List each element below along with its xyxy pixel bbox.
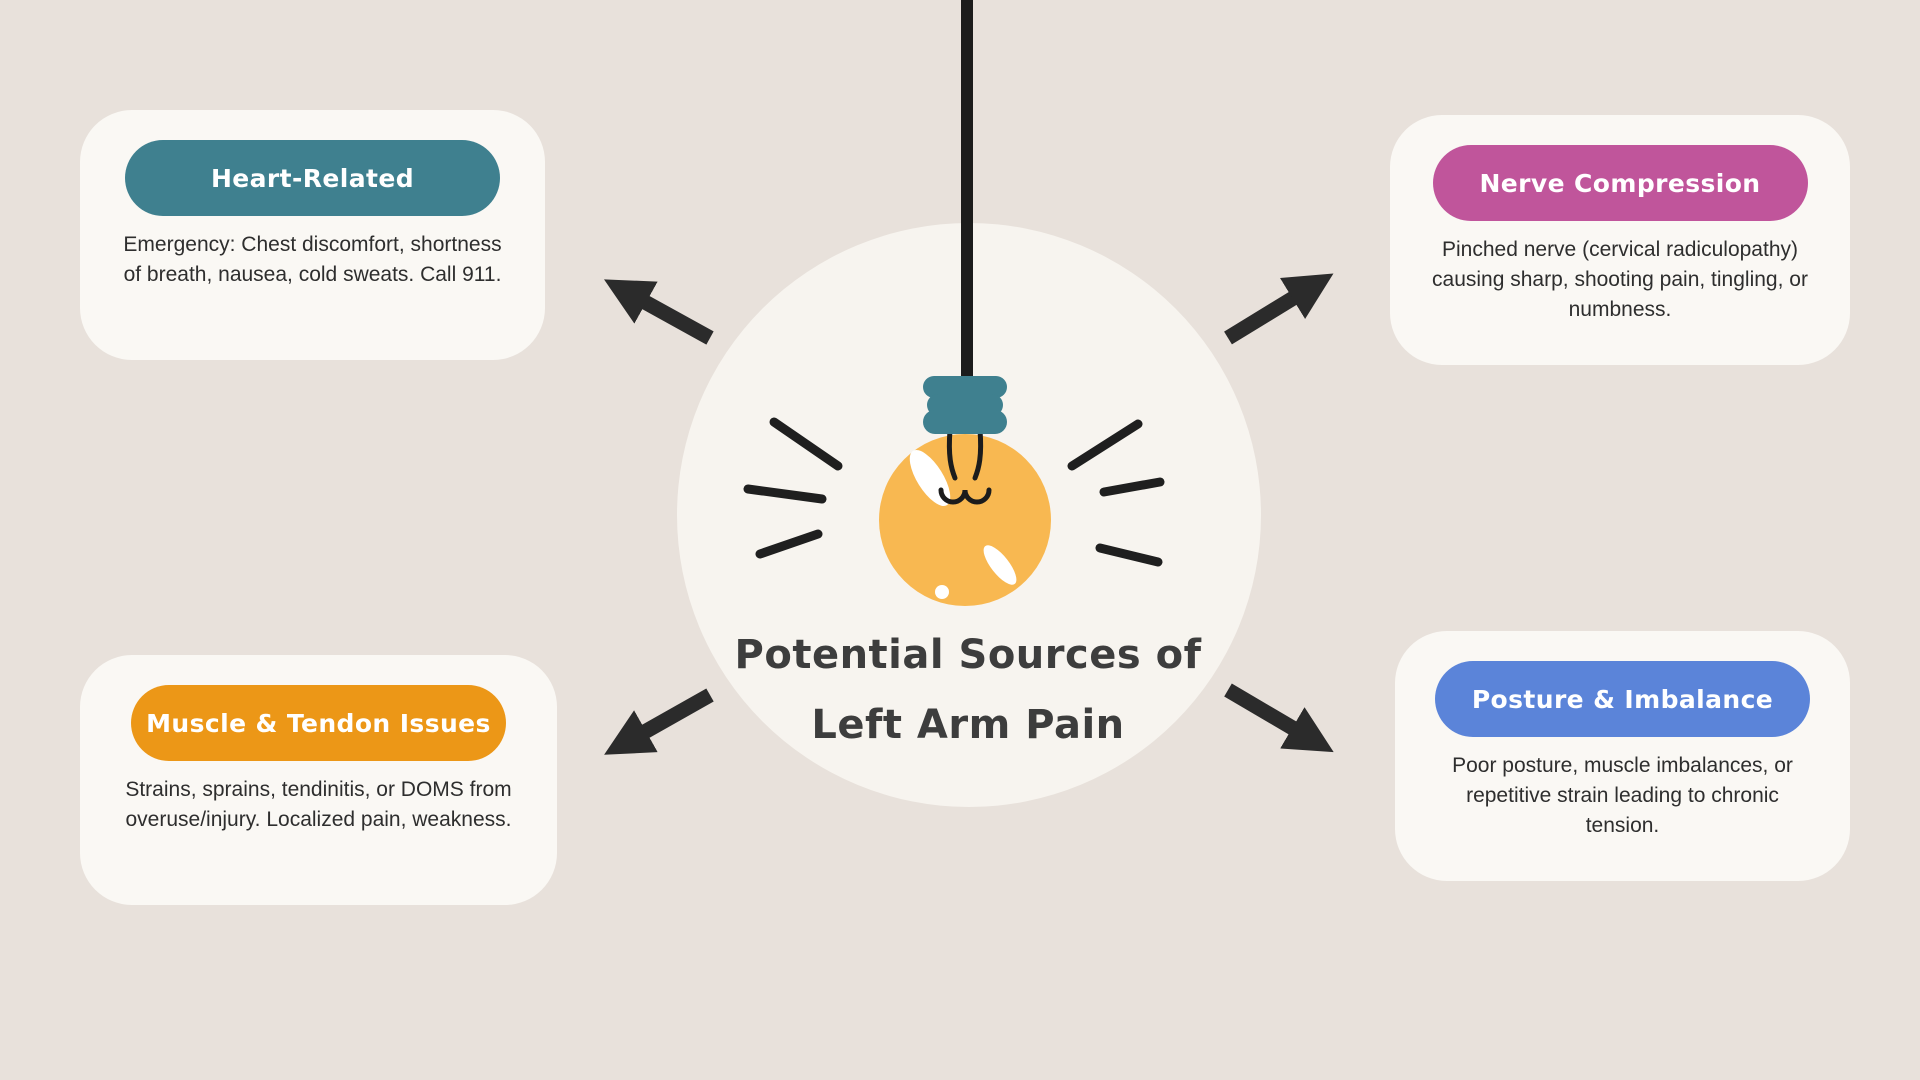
card-nerve-body: Pinched nerve (cervical radiculopathy) c… (1432, 238, 1808, 321)
card-heart-body: Emergency: Chest discomfort, shortness o… (123, 233, 502, 286)
card-posture-body: Poor posture, muscle imbalances, or repe… (1452, 754, 1793, 837)
title-line-2: Left Arm Pain (811, 702, 1125, 748)
card-nerve-header: Nerve Compression (1432, 145, 1808, 221)
card-heart-header: Heart-Related (125, 140, 500, 216)
arrow-top-left (603, 279, 714, 345)
card-muscle-tendon: Muscle & Tendon Issues Strains, sprains,… (80, 655, 557, 905)
card-muscle-body: Strains, sprains, tendinitis, or DOMS fr… (125, 778, 512, 831)
card-posture-header: Posture & Imbalance (1435, 661, 1810, 737)
card-posture-imbalance: Posture & Imbalance Poor posture, muscle… (1395, 631, 1850, 881)
title-line-1: Potential Sources of (734, 632, 1202, 678)
card-heart-related: Heart-Related Emergency: Chest discomfor… (80, 110, 545, 360)
card-nerve-compression: Nerve Compression Pinched nerve (cervica… (1390, 115, 1850, 365)
card-muscle-header: Muscle & Tendon Issues (131, 685, 506, 761)
page-title: Potential Sources of Left Arm Pain (673, 620, 1263, 760)
arrow-top-right (1224, 273, 1334, 345)
